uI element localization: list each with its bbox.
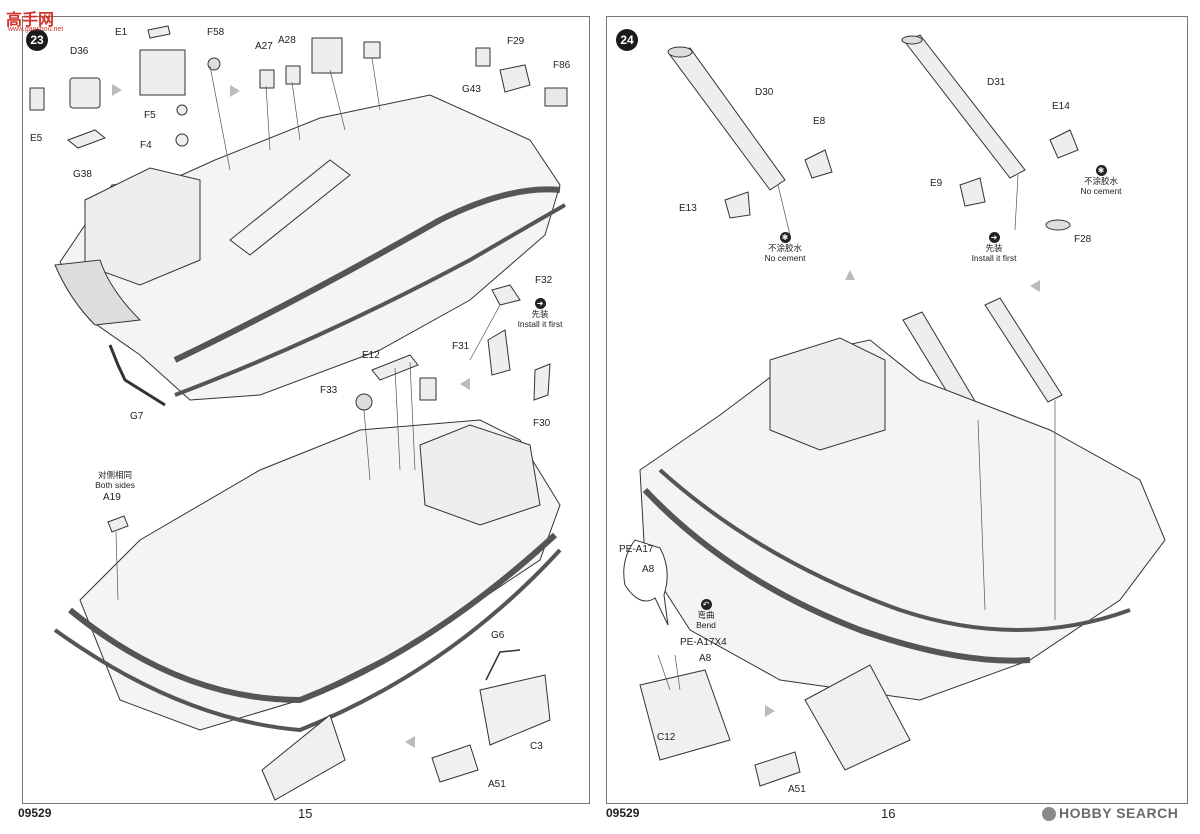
part-label-pe-a17: PE-A17 xyxy=(619,544,654,555)
both-sides-cn: 对侧相同 xyxy=(97,470,132,480)
install-first-icon: ➜ xyxy=(534,298,546,309)
part-label-g43: G43 xyxy=(462,84,481,95)
part-label-e5: E5 xyxy=(30,133,43,144)
gaoshou-watermark-url: www.gaoshou.net xyxy=(8,26,64,33)
install-first-text: Install it first xyxy=(517,319,563,329)
part-label-f33: F33 xyxy=(320,385,338,396)
part-label-g38: G38 xyxy=(73,169,92,180)
step-number-badge: 24 xyxy=(616,29,638,51)
part-label-a51: A51 xyxy=(488,779,506,790)
right-page-frame xyxy=(606,16,1188,804)
install-first-text: Install it first xyxy=(971,253,1017,263)
part-label-pe-a17x4: PE-A17X4 xyxy=(680,637,727,648)
right-page: 24 D30 E8 E13 D31 E14 E9 F28 PE-A17 A8 P… xyxy=(600,0,1200,834)
part-label-d36: D36 xyxy=(70,46,89,57)
no-cement-cn: 不涂胶水 xyxy=(1083,176,1118,186)
catalog-code: 09529 xyxy=(18,806,52,820)
left-page: 23 E1 F58 A27 A28 F29 D36 G43 F86 E5 F5 … xyxy=(0,0,598,834)
page-number: 15 xyxy=(298,806,313,821)
bend-text: Bend xyxy=(696,620,716,630)
part-label-e9: E9 xyxy=(930,178,943,189)
part-label-g7: G7 xyxy=(130,411,144,422)
part-label-f32: F32 xyxy=(535,275,553,286)
part-label-e13: E13 xyxy=(679,203,697,214)
part-label-e1: E1 xyxy=(115,27,128,38)
bend-icon: ↶ xyxy=(700,599,712,610)
part-label-f30: F30 xyxy=(533,418,551,429)
no-cement-icon: ✱ xyxy=(779,232,791,243)
no-cement-note-left: ✱ 不涂胶水 No cement xyxy=(750,232,820,263)
catalog-code: 09529 xyxy=(606,806,640,820)
install-first-icon: ➜ xyxy=(988,232,1000,243)
hobby-search-logo-icon xyxy=(1042,807,1056,822)
part-label-a51: A51 xyxy=(788,784,806,795)
part-label-e12: E12 xyxy=(362,350,380,361)
part-label-g6: G6 xyxy=(491,630,505,641)
part-label-e8: E8 xyxy=(813,116,826,127)
install-first-note: ➜ 先装 Install it first xyxy=(510,298,570,329)
page-number: 16 xyxy=(881,806,896,821)
part-label-a8-callout: A8 xyxy=(642,564,655,575)
part-label-a28: A28 xyxy=(278,35,296,46)
part-label-e14: E14 xyxy=(1052,101,1070,112)
part-label-f86: F86 xyxy=(553,60,571,71)
hobby-search-text: HOBBY SEARCH xyxy=(1059,805,1179,821)
part-label-f31: F31 xyxy=(452,341,470,352)
hobby-search-watermark: HOBBY SEARCH xyxy=(1042,805,1179,822)
no-cement-text: No cement xyxy=(1080,186,1122,196)
part-label-f29: F29 xyxy=(507,36,525,47)
part-label-f58: F58 xyxy=(207,27,225,38)
part-label-a27: A27 xyxy=(255,41,273,52)
install-first-cn: 先装 xyxy=(985,243,1003,253)
bend-cn: 弯曲 xyxy=(697,610,715,620)
no-cement-icon: ✱ xyxy=(1095,165,1107,176)
right-page-drawing xyxy=(623,34,1166,787)
part-label-a8: A8 xyxy=(699,653,712,664)
both-sides-text: Both sides xyxy=(95,480,135,490)
part-label-c12: C12 xyxy=(657,732,676,743)
part-label-f28: F28 xyxy=(1074,234,1092,245)
part-label-f5: F5 xyxy=(144,110,156,121)
part-label-a19: A19 xyxy=(103,492,121,503)
part-label-c3: C3 xyxy=(530,741,543,752)
both-sides-note: 对侧相同 Both sides xyxy=(80,470,150,490)
left-page-drawing xyxy=(29,25,568,801)
left-page-frame xyxy=(22,16,590,804)
install-first-note: ➜ 先装 Install it first xyxy=(962,232,1026,263)
install-first-cn: 先装 xyxy=(531,309,549,319)
no-cement-note-right: ✱ 不涂胶水 No cement xyxy=(1068,165,1134,196)
part-label-d30: D30 xyxy=(755,87,774,98)
part-label-f4: F4 xyxy=(140,140,152,151)
step-number-badge: 23 xyxy=(26,29,48,51)
no-cement-text: No cement xyxy=(764,253,806,263)
no-cement-cn: 不涂胶水 xyxy=(767,243,802,253)
gaoshou-watermark-logo: 高手网 xyxy=(6,12,55,29)
bend-note: ↶ 弯曲 Bend xyxy=(686,599,726,630)
part-label-d31: D31 xyxy=(987,77,1006,88)
